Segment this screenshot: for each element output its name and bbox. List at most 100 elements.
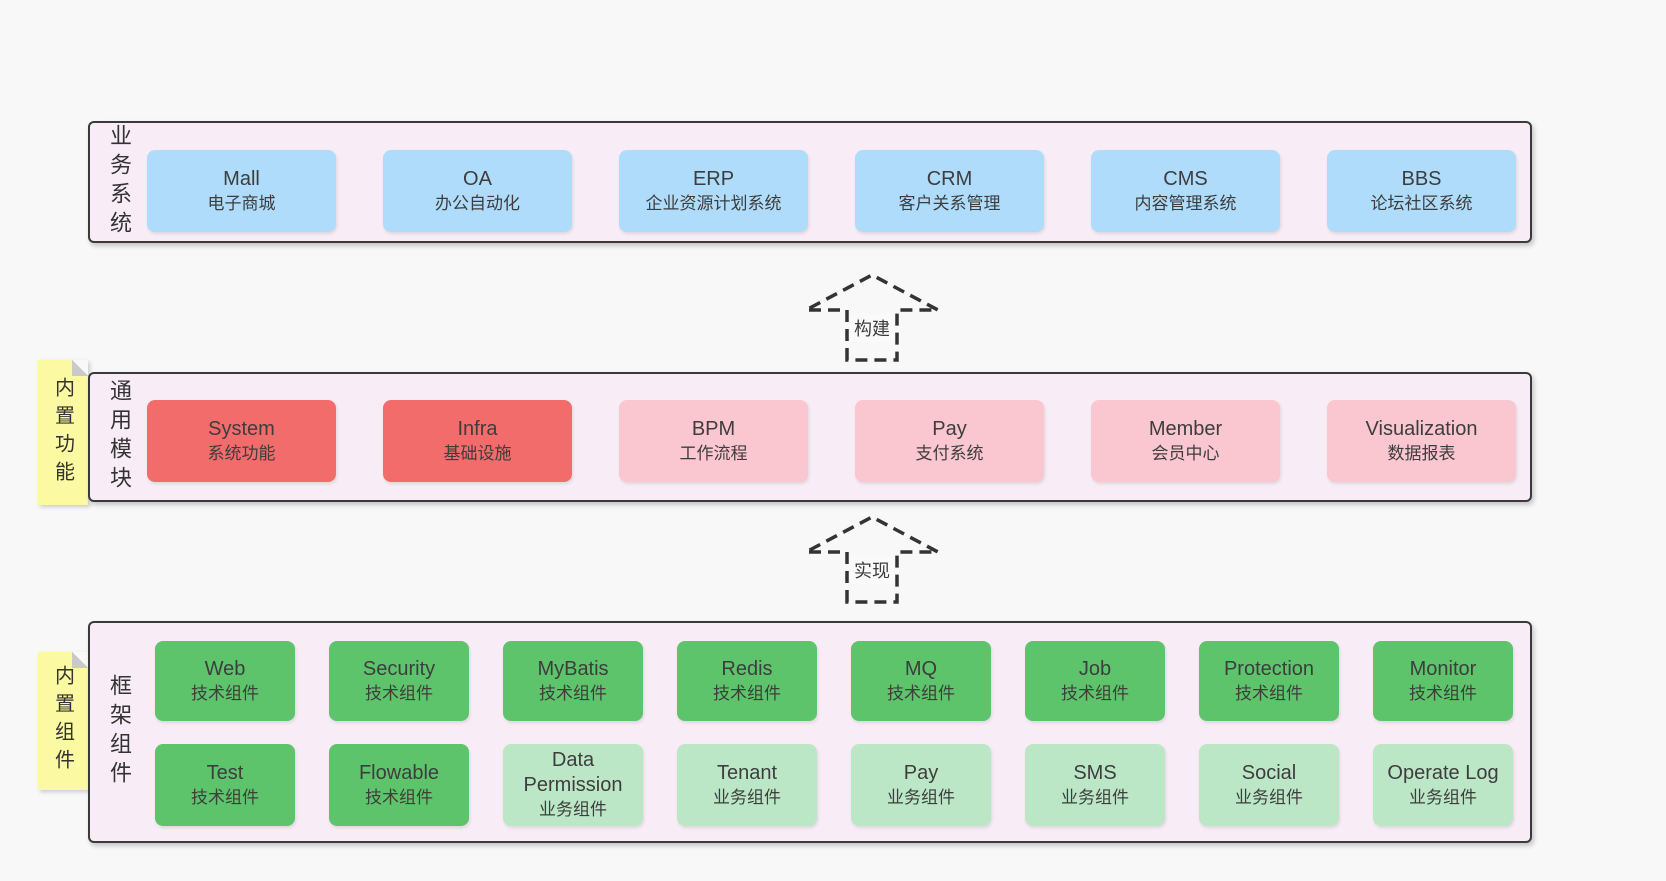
component-name: Job [1078, 657, 1112, 680]
component-box: Pay 支付系统 [855, 400, 1044, 482]
component-desc: 技术组件 [1409, 683, 1477, 703]
component-box: MyBatis 技术组件 [503, 641, 643, 721]
component-desc: 技术组件 [191, 683, 259, 703]
component-name: Visualization [1365, 417, 1478, 440]
component-box: Redis 技术组件 [677, 641, 817, 721]
component-desc: 系统功能 [207, 443, 276, 463]
component-box: MQ 技术组件 [851, 641, 991, 721]
component-box: Web 技术组件 [155, 641, 295, 721]
component-name: Tenant [716, 761, 778, 784]
component-name: BBS [1401, 167, 1442, 190]
component-name: Social [1241, 761, 1297, 784]
component-box: Infra 基础设施 [383, 400, 572, 482]
panel-business-systems-label: 业务系统 [107, 124, 132, 240]
component-box: Security 技术组件 [329, 641, 469, 721]
component-name: Monitor [1409, 657, 1477, 680]
component-desc: 技术组件 [1061, 683, 1129, 703]
component-desc: 业务组件 [1235, 787, 1303, 807]
sticky-note-label: 内置组件 [51, 665, 74, 777]
component-name: Web [204, 657, 246, 680]
component-name: MyBatis [537, 657, 609, 680]
component-box: Monitor 技术组件 [1373, 641, 1513, 721]
dashed-up-arrow-icon [805, 273, 939, 362]
panel-common-modules: 通用模块 System 系统功能 Infra 基础设施 BPM 工作流程 Pay… [88, 372, 1532, 502]
component-desc: 技术组件 [365, 683, 433, 703]
component-name: Security [362, 657, 436, 680]
component-name: Pay [932, 417, 967, 440]
component-desc: 电子商城 [207, 193, 276, 213]
component-name: Pay [903, 761, 939, 784]
component-box: Visualization 数据报表 [1327, 400, 1516, 482]
dashed-up-arrow-icon [805, 515, 939, 604]
component-box: Pay 业务组件 [851, 744, 991, 826]
component-name: Infra [457, 417, 498, 440]
component-desc: 技术组件 [713, 683, 781, 703]
component-box: Social 业务组件 [1199, 744, 1339, 826]
component-box: CRM 客户关系管理 [855, 150, 1044, 232]
component-desc: 支付系统 [915, 443, 984, 463]
component-name: Member [1148, 417, 1223, 440]
panel-framework-components: 框架组件 Web 技术组件 Security 技术组件 MyBatis 技术组件… [88, 621, 1532, 843]
framework-components-row-2: Test 技术组件 Flowable 技术组件 Data Permission … [155, 744, 1513, 826]
component-box: System 系统功能 [147, 400, 336, 482]
component-box: SMS 业务组件 [1025, 744, 1165, 826]
component-box: Test 技术组件 [155, 744, 295, 826]
component-name: CMS [1163, 167, 1208, 190]
component-box: Operate Log 业务组件 [1373, 744, 1513, 826]
component-box: Mall 电子商城 [147, 150, 336, 232]
component-desc: 技术组件 [887, 683, 955, 703]
component-desc: 数据报表 [1387, 443, 1456, 463]
component-box: BBS 论坛社区系统 [1327, 150, 1516, 232]
component-name: BPM [691, 417, 736, 440]
component-desc: 业务组件 [1061, 787, 1129, 807]
business-systems-row: Mall 电子商城 OA 办公自动化 ERP 企业资源计划系统 CRM 客户关系… [147, 150, 1516, 232]
framework-components-row-1: Web 技术组件 Security 技术组件 MyBatis 技术组件 Redi… [155, 641, 1513, 721]
component-desc: 会员中心 [1151, 443, 1220, 463]
component-name: SMS [1073, 761, 1117, 784]
component-desc: 基础设施 [443, 443, 512, 463]
sticky-note-built-in-components: 内置组件 [38, 652, 88, 790]
component-desc: 论坛社区系统 [1370, 193, 1473, 213]
build-arrow-label: 构建 [850, 314, 894, 342]
component-box: Data Permission 业务组件 [503, 744, 643, 826]
component-name: Flowable [358, 761, 440, 784]
component-desc: 工作流程 [679, 443, 748, 463]
component-name: CRM [926, 167, 973, 190]
component-box: BPM 工作流程 [619, 400, 808, 482]
component-box: Tenant 业务组件 [677, 744, 817, 826]
component-name: Operate Log [1387, 761, 1499, 784]
component-name: ERP [692, 167, 735, 190]
component-name: MQ [904, 657, 938, 680]
implement-arrow-label: 实现 [850, 556, 894, 584]
component-desc: 办公自动化 [435, 193, 520, 213]
panel-business-systems: 业务系统 Mall 电子商城 OA 办公自动化 ERP 企业资源计划系统 CRM… [88, 121, 1532, 243]
component-desc: 技术组件 [191, 787, 259, 807]
component-name: System [208, 417, 275, 440]
component-desc: 技术组件 [365, 787, 433, 807]
component-box: OA 办公自动化 [383, 150, 572, 232]
component-name: Mall [223, 167, 260, 190]
component-name: Protection [1223, 657, 1315, 680]
component-desc: 技术组件 [539, 683, 607, 703]
component-desc: 业务组件 [887, 787, 955, 807]
component-box: Flowable 技术组件 [329, 744, 469, 826]
sticky-note-built-in-features: 内置功能 [38, 360, 88, 505]
component-box: ERP 企业资源计划系统 [619, 150, 808, 232]
implement-arrow: 实现 [804, 514, 940, 604]
component-desc: 业务组件 [1409, 787, 1477, 807]
component-desc: 业务组件 [713, 787, 781, 807]
component-name: OA [463, 167, 492, 190]
component-box: CMS 内容管理系统 [1091, 150, 1280, 232]
component-name: Test [206, 761, 244, 784]
component-name: Redis [721, 657, 773, 680]
panel-framework-components-label: 框架组件 [107, 674, 132, 790]
sticky-note-label: 内置功能 [51, 376, 74, 489]
component-box: Member 会员中心 [1091, 400, 1280, 482]
panel-common-modules-label: 通用模块 [107, 379, 132, 495]
component-desc: 技术组件 [1235, 683, 1303, 703]
component-desc: 业务组件 [539, 800, 607, 819]
common-modules-row: System 系统功能 Infra 基础设施 BPM 工作流程 Pay 支付系统… [147, 400, 1516, 482]
component-desc: 客户关系管理 [898, 193, 1001, 213]
component-box: Job 技术组件 [1025, 641, 1165, 721]
